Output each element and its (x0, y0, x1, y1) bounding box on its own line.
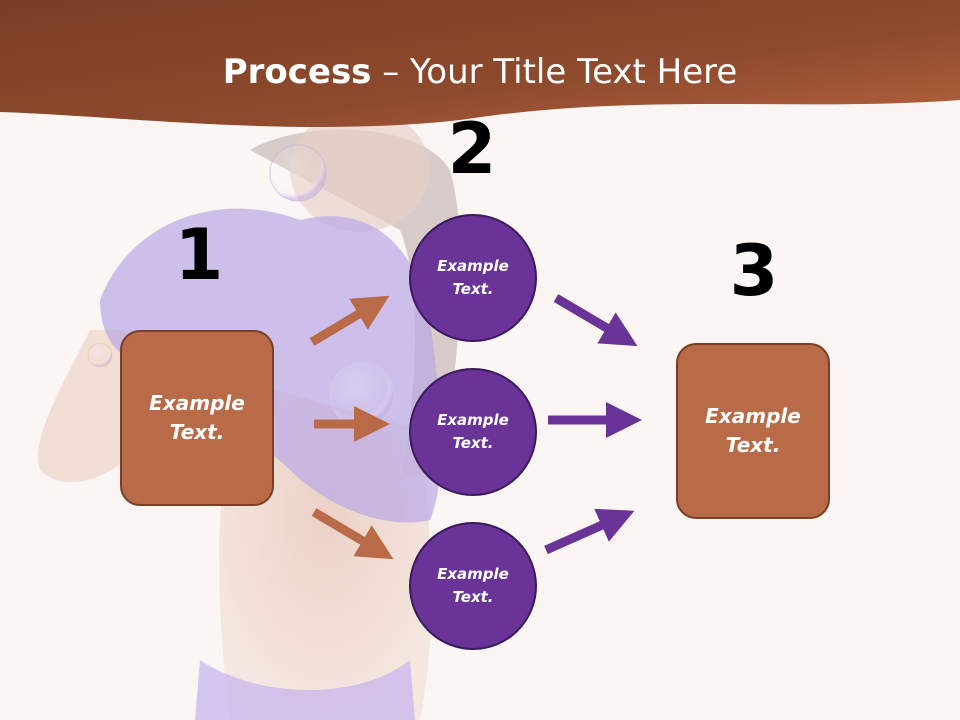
arrow-circle1-to-box3 (553, 294, 638, 347)
title-rest: – Your Title Text Here (371, 52, 738, 92)
step1-box-text: Example Text. (149, 391, 245, 444)
circle-top-text: Example Text. (437, 257, 509, 298)
step1-box: Example Text. (120, 330, 274, 506)
header-band (0, 0, 960, 127)
arrow-box1-to-circle3 (311, 508, 394, 560)
arrow-box1-to-circle1 (309, 295, 390, 346)
arrow-circle3-to-box3 (544, 508, 635, 555)
step2-circle-bottom: Example Text. (409, 522, 537, 650)
page-title: Process – Your Title Text Here (0, 52, 960, 92)
step-number-3: 3 (729, 230, 779, 312)
circle-bottom-text: Example Text. (437, 565, 509, 606)
step2-circle-middle: Example Text. (409, 368, 537, 496)
step3-box-text: Example Text. (705, 404, 801, 457)
step-number-2: 2 (447, 108, 497, 190)
circle-middle-text: Example Text. (437, 411, 509, 452)
step2-circle-top: Example Text. (409, 214, 537, 342)
title-bold: Process (222, 52, 372, 92)
step3-box: Example Text. (676, 343, 830, 519)
step-number-1: 1 (174, 214, 224, 296)
